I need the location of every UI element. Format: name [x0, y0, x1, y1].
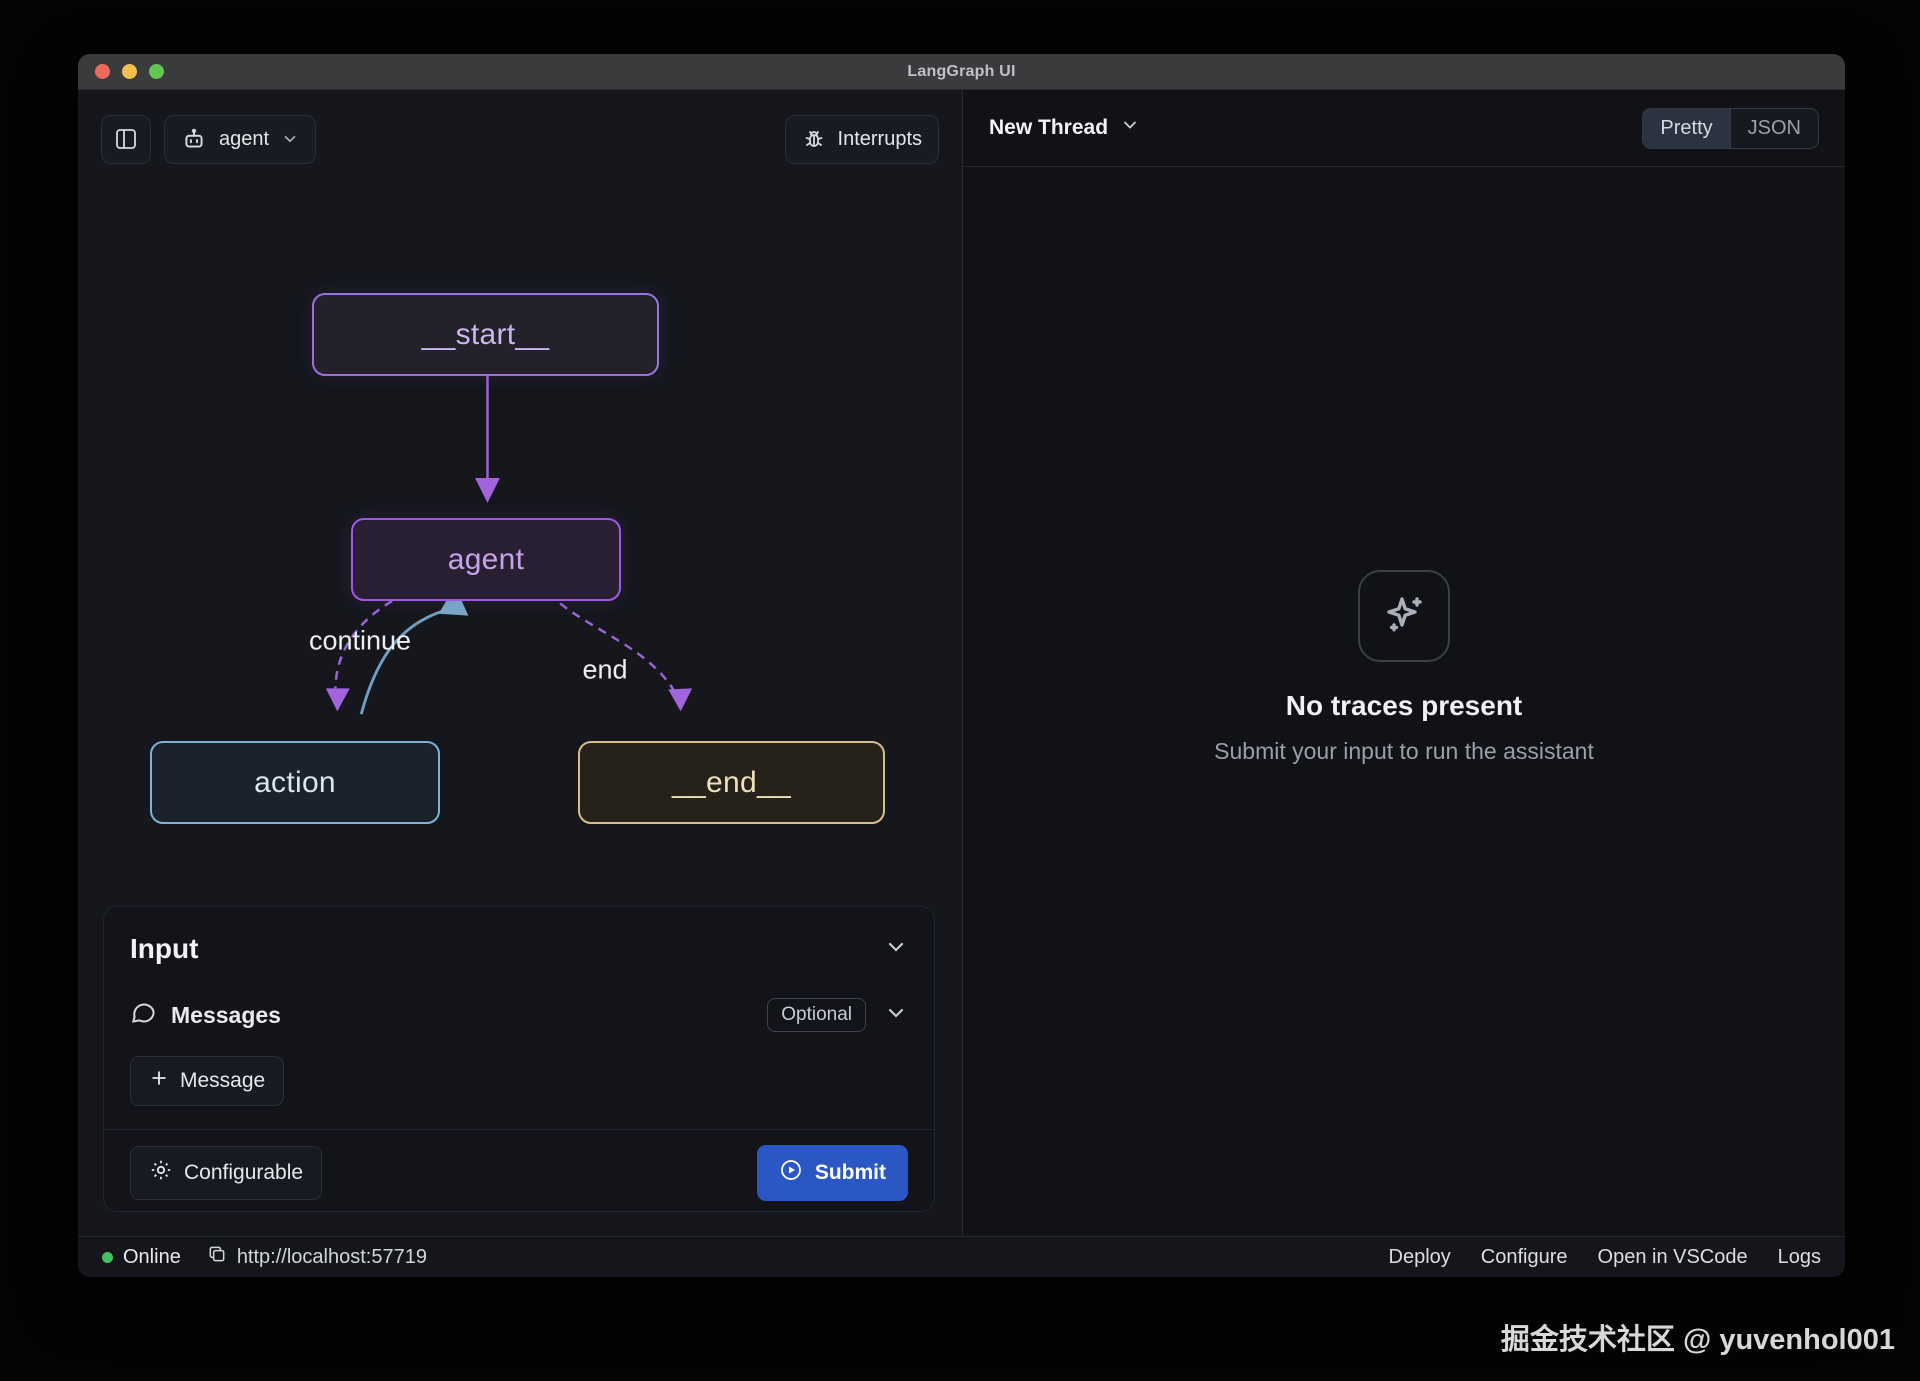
input-card-divider: [104, 1129, 934, 1130]
chevron-down-icon: [1120, 115, 1140, 141]
node-label-start: __start__: [421, 317, 550, 351]
panel-left-icon: [114, 127, 138, 151]
empty-state-subtitle: Submit your input to run the assistant: [1214, 738, 1594, 764]
titlebar: LangGraph UI: [78, 54, 1845, 90]
new-thread-dropdown[interactable]: New Thread: [989, 115, 1140, 141]
traffic-lights: [95, 64, 164, 79]
add-message-button[interactable]: Message: [130, 1056, 285, 1106]
graph-canvas[interactable]: __start__ agent action __end__ continue …: [78, 126, 962, 916]
empty-state: No traces present Submit your input to r…: [963, 570, 1845, 765]
status-links: Deploy Configure Open in VSCode Logs: [1389, 1246, 1821, 1269]
sparkles-icon-box: [1358, 570, 1450, 662]
graph-node-start[interactable]: __start__: [312, 293, 659, 376]
interrupts-button[interactable]: Interrupts: [784, 114, 939, 164]
minimize-window-button[interactable]: [122, 64, 137, 79]
watermark: 掘金技术社区 @ yuvenhol001: [1500, 1324, 1895, 1356]
configure-link[interactable]: Configure: [1480, 1245, 1568, 1268]
message-bubble-icon: [130, 999, 157, 1031]
graph-panel: agent Interrupts: [78, 90, 962, 1236]
window-title: LangGraph UI: [907, 62, 1016, 80]
online-label: Online: [123, 1245, 181, 1268]
server-url[interactable]: http://localhost:57719: [207, 1244, 427, 1270]
node-label-agent: agent: [447, 542, 525, 576]
submit-button[interactable]: Submit: [756, 1145, 908, 1201]
configurable-label: Configurable: [184, 1161, 304, 1184]
view-mode-pretty[interactable]: Pretty: [1643, 108, 1731, 148]
online-status-dot: [102, 1251, 113, 1263]
thread-header: New Thread Pretty JSON: [963, 90, 1845, 167]
sidebar-toggle-button[interactable]: [101, 114, 151, 164]
submit-label: Submit: [814, 1161, 886, 1184]
edge-label-continue: continue: [308, 625, 412, 656]
thread-panel: New Thread Pretty JSON No traces present…: [962, 90, 1845, 1236]
app-window: LangGraph UI agent: [78, 54, 1845, 1277]
open-in-vscode-link[interactable]: Open in VSCode: [1597, 1245, 1748, 1268]
view-mode-json[interactable]: JSON: [1747, 116, 1801, 139]
add-message-label: Message: [180, 1069, 266, 1092]
sparkles-icon: [1380, 590, 1428, 643]
copy-icon: [207, 1244, 227, 1270]
logs-link[interactable]: Logs: [1777, 1245, 1821, 1268]
input-card: Input Messages Optional: [103, 906, 935, 1212]
graph-node-end[interactable]: __end__: [578, 741, 885, 824]
view-mode-toggle: Pretty JSON: [1642, 107, 1819, 149]
input-section-title: Input: [130, 933, 199, 964]
empty-state-title: No traces present: [1285, 690, 1523, 721]
graph-node-action[interactable]: action: [150, 741, 440, 824]
bot-icon: [181, 126, 207, 152]
interrupts-label: Interrupts: [837, 127, 922, 150]
optional-badge: Optional: [767, 998, 866, 1032]
bug-icon: [802, 127, 826, 151]
messages-collapse-chevron-icon[interactable]: [884, 1001, 908, 1030]
server-url-text: http://localhost:57719: [236, 1245, 427, 1268]
node-label-end: __end__: [672, 765, 791, 799]
zoom-window-button[interactable]: [149, 64, 164, 79]
messages-field-label: Messages: [171, 1001, 281, 1028]
agent-selector-dropdown[interactable]: agent: [164, 114, 317, 164]
input-collapse-chevron-icon[interactable]: [884, 935, 908, 964]
new-thread-label: New Thread: [989, 116, 1109, 139]
chevron-down-icon: [281, 130, 299, 148]
plus-icon: [149, 1068, 169, 1094]
play-circle-icon: [779, 1158, 803, 1188]
graph-toolbar: agent Interrupts: [78, 114, 962, 164]
close-window-button[interactable]: [95, 64, 110, 79]
agent-selector-label: agent: [219, 127, 270, 150]
deploy-link[interactable]: Deploy: [1388, 1245, 1451, 1268]
edge-label-end: end: [582, 654, 628, 685]
online-status: Online: [102, 1246, 181, 1269]
configurable-button[interactable]: Configurable: [130, 1146, 323, 1200]
status-bar: Online http://localhost:57719 Deploy Con…: [78, 1236, 1845, 1277]
node-label-action: action: [254, 765, 336, 799]
gear-icon: [149, 1158, 173, 1188]
graph-node-agent[interactable]: agent: [351, 518, 621, 601]
